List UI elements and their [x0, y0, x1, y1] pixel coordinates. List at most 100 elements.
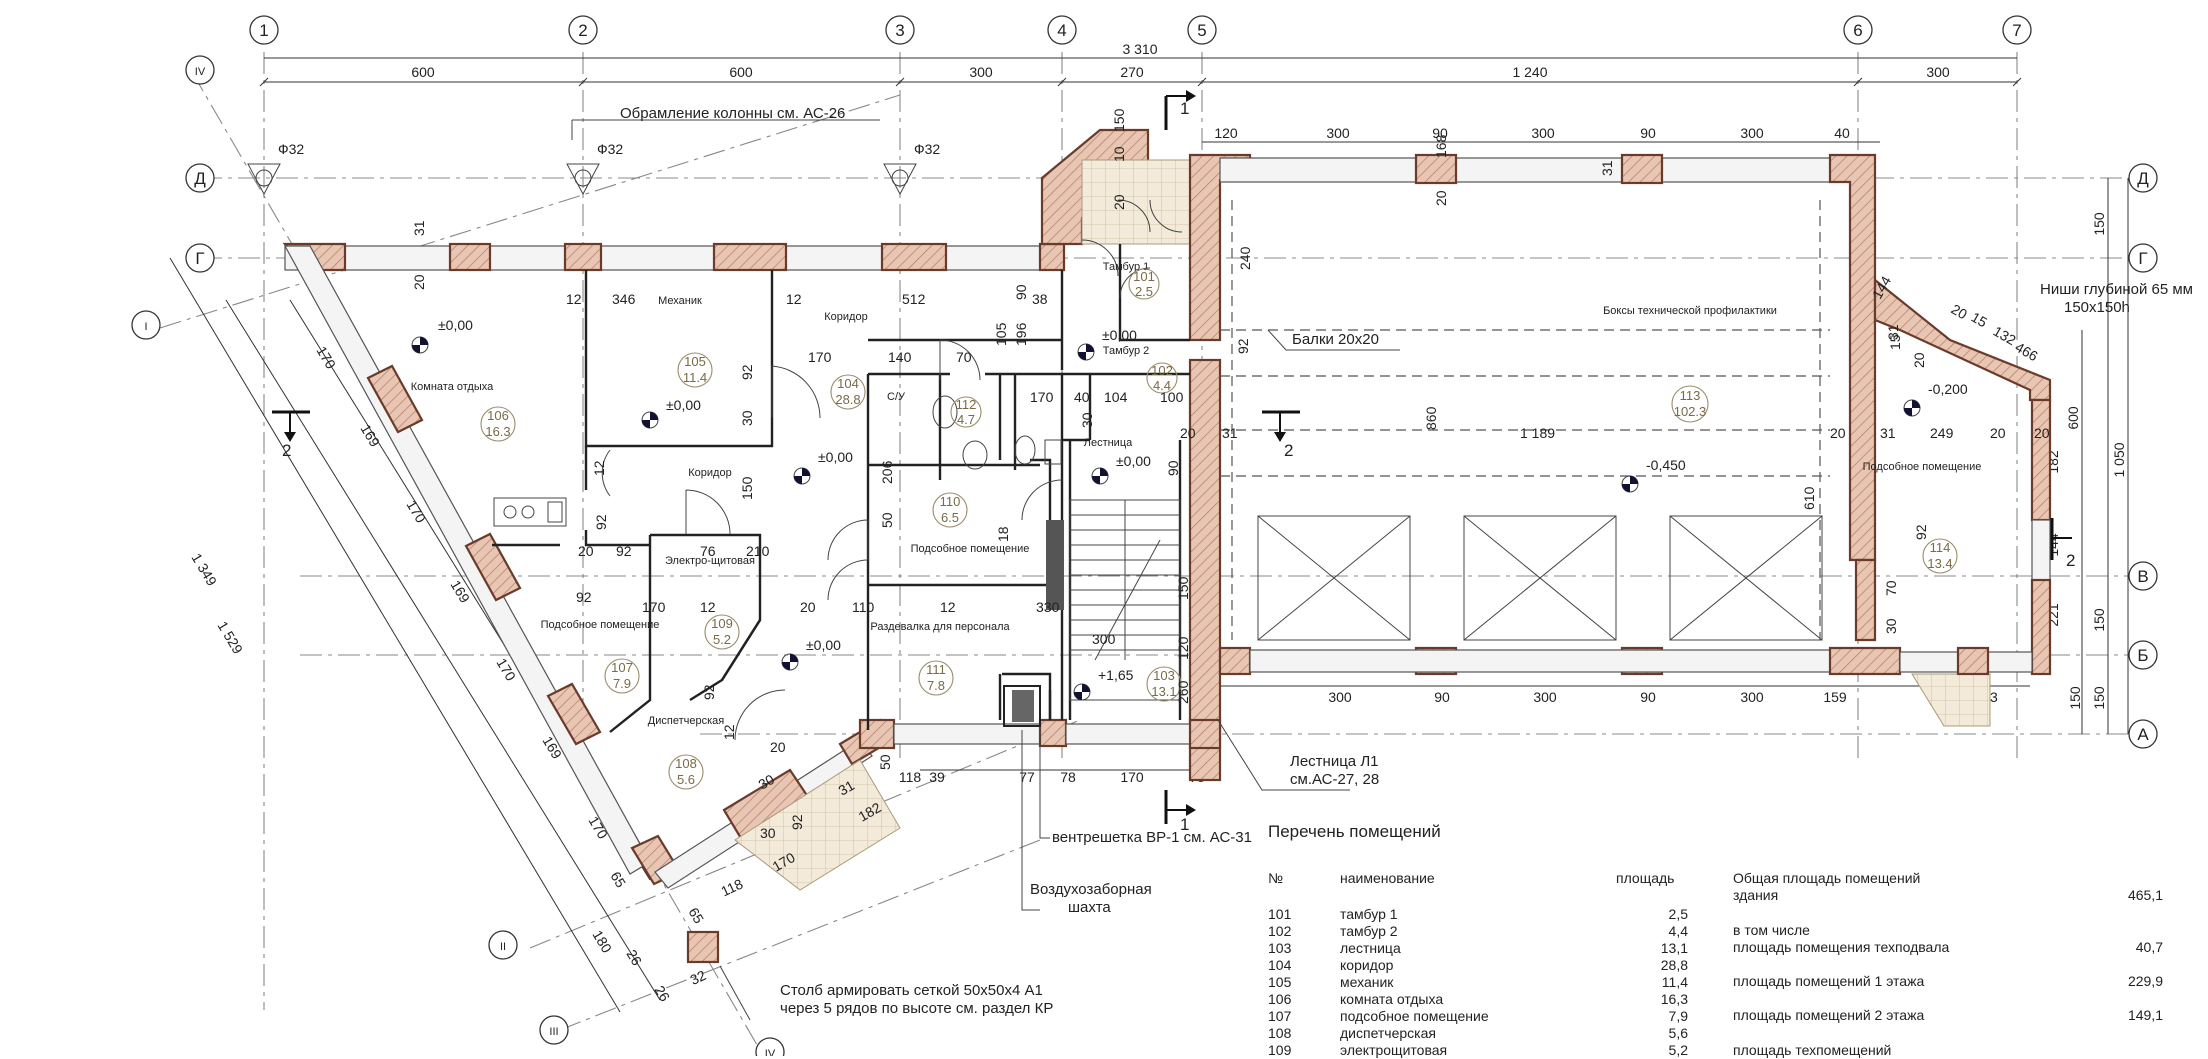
level-markers: ±0,00 ±0,00 ±0,00 ±0,00 ±0,00 ±0,00 +1,6… [411, 317, 1968, 701]
svg-text:170: 170 [313, 343, 339, 371]
svg-text:7: 7 [2012, 21, 2021, 40]
svg-text:150х150h: 150х150h [2064, 299, 2130, 316]
svg-text:4: 4 [1057, 21, 1066, 40]
svg-text:300: 300 [1092, 631, 1116, 647]
svg-text:610: 610 [1801, 486, 1817, 510]
svg-text:4.4: 4.4 [1153, 378, 1171, 393]
room-102: Тамбур 2 102 4.4 [1103, 345, 1178, 394]
door-swings [601, 199, 1183, 741]
svg-text:210: 210 [746, 543, 770, 559]
svg-text:30: 30 [756, 771, 778, 793]
svg-text:38: 38 [1032, 291, 1048, 307]
diagonal-dimensions: 170 169 170 169 170 169 170 65 65 180 26… [169, 257, 746, 1013]
svg-text:Раздевалка для персонала: Раздевалка для персонала [870, 621, 1010, 633]
svg-text:65: 65 [685, 905, 707, 927]
svg-text:16.3: 16.3 [485, 424, 510, 439]
svg-text:31: 31 [1880, 425, 1896, 441]
svg-text:110: 110 [940, 494, 961, 509]
svg-text:5: 5 [1197, 21, 1206, 40]
svg-text:Коридор: Коридор [824, 311, 867, 323]
svg-text:300: 300 [1926, 64, 1950, 80]
svg-text:101: 101 [1133, 269, 1155, 284]
stairs [1003, 499, 1181, 727]
svg-text:330: 330 [1036, 599, 1060, 615]
axis-bubble-iv-bottom: IV [755, 1037, 785, 1056]
svg-text:600: 600 [411, 64, 435, 80]
svg-text:±0,00: ±0,00 [666, 397, 701, 413]
svg-text:Столб армировать сеткой 50х50х: Столб армировать сеткой 50х50х4 А1 [780, 982, 1043, 999]
room-108: Диспетчерская 108 5.6 [648, 715, 724, 790]
svg-text:159: 159 [1823, 689, 1847, 705]
svg-text:IV: IV [195, 66, 206, 78]
room-corridor-2: Коридор [688, 467, 731, 479]
svg-text:92: 92 [1913, 524, 1929, 540]
svg-text:150: 150 [2091, 608, 2107, 632]
svg-text:12: 12 [721, 724, 737, 740]
svg-text:90: 90 [1640, 689, 1656, 705]
svg-text:112: 112 [956, 397, 977, 412]
svg-text:20: 20 [1949, 301, 1971, 323]
svg-text:70: 70 [1883, 580, 1899, 596]
floor1-area-value: 229,9 [2127, 973, 2163, 989]
column-symbols: Ф32 Ф32 Ф32 Обрамление колонны см. АС-26 [247, 105, 940, 196]
svg-text:3: 3 [895, 21, 904, 40]
level-marker: ±0,00 [641, 397, 701, 429]
svg-text:12: 12 [786, 291, 802, 307]
svg-text:20: 20 [1990, 425, 2006, 441]
svg-text:III: III [549, 1026, 558, 1038]
svg-text:±0,00: ±0,00 [806, 637, 841, 653]
svg-text:2: 2 [282, 441, 291, 460]
svg-text:104: 104 [1104, 389, 1128, 405]
svg-text:108: 108 [675, 756, 697, 771]
room-labels: Механик 105 11.4 Коридор 104 28.8 Тамбур… [411, 261, 1982, 790]
svg-text:±0,00: ±0,00 [1102, 327, 1137, 343]
svg-text:4.7: 4.7 [957, 412, 975, 427]
svg-text:вентрешетка ВР-1 см. АС-31: вентрешетка ВР-1 см. АС-31 [1052, 829, 1252, 846]
svg-text:103: 103 [1153, 668, 1175, 683]
room-114: Подсобное помещение 114 13.4 [1863, 461, 1982, 574]
svg-text:20: 20 [770, 739, 786, 755]
schedule-col-num: № [1268, 870, 1284, 886]
svg-text:Тамбур 2: Тамбур 2 [1103, 345, 1150, 357]
svg-text:92: 92 [789, 814, 805, 830]
svg-text:300: 300 [1328, 689, 1352, 705]
svg-text:31: 31 [1222, 425, 1238, 441]
column-symbol-1 [247, 163, 281, 196]
svg-text:±0,00: ±0,00 [1116, 453, 1151, 469]
svg-text:-0,450: -0,450 [1646, 457, 1686, 473]
svg-text:2: 2 [578, 21, 587, 40]
svg-text:Подсобное помещение: Подсобное помещение [1863, 461, 1982, 473]
total-area-value: 465,1 [2127, 887, 2163, 903]
svg-text:Воздухозаборная: Воздухозаборная [1030, 881, 1152, 898]
svg-text:2.5: 2.5 [1135, 284, 1153, 299]
level-marker: ±0,00 [1077, 327, 1137, 361]
schedule-col-area: площадь [1616, 870, 1675, 886]
right-dimensions: 150 150 150 1 050 600 182 144 221 150 [2045, 178, 2129, 734]
svg-text:20: 20 [1111, 194, 1127, 210]
svg-text:118: 118 [899, 769, 922, 785]
svg-text:150: 150 [1175, 576, 1191, 600]
svg-text:через 5 рядов по высоте см. ра: через 5 рядов по высоте см. раздел КР [780, 1000, 1053, 1017]
top-dimensions: 3 310 600 600 300 270 1 240 300 120 300 … [259, 41, 2022, 143]
svg-text:-0,200: -0,200 [1928, 381, 1968, 397]
svg-text:12: 12 [700, 599, 716, 615]
svg-text:6.5: 6.5 [941, 510, 959, 525]
svg-text:300: 300 [1531, 125, 1555, 141]
svg-text:Ниши глубиной 65 мм: Ниши глубиной 65 мм [2040, 281, 2193, 298]
level-marker: -0,200 [1903, 381, 1968, 417]
svg-text:860: 860 [1423, 406, 1439, 430]
axis-bubble-4: 4 [1047, 15, 1077, 45]
svg-text:Д: Д [194, 169, 206, 188]
svg-text:31: 31 [1599, 160, 1615, 176]
svg-text:12: 12 [940, 599, 956, 615]
section-marker-2-left: 2 [272, 410, 310, 460]
svg-text:346: 346 [612, 291, 636, 307]
svg-text:13.1: 13.1 [1151, 684, 1176, 699]
svg-text:10: 10 [1111, 146, 1127, 162]
axis-bubble-ii: II [488, 930, 518, 960]
level-marker: ±0,00 [781, 637, 841, 671]
svg-text:111: 111 [926, 662, 946, 677]
